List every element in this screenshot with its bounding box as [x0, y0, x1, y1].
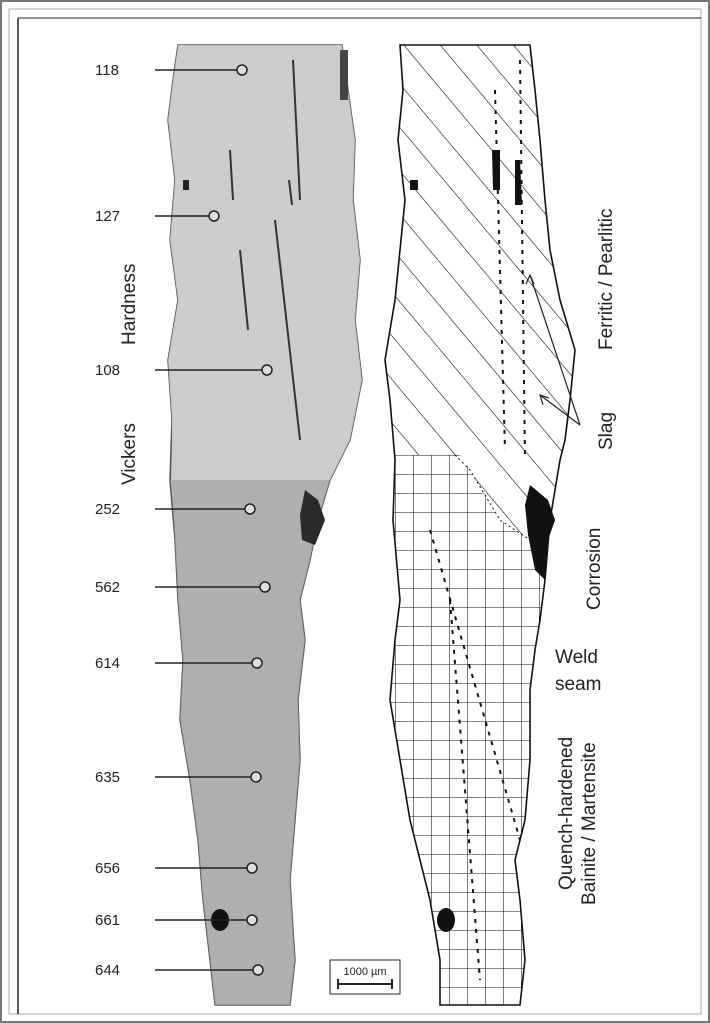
hardness-value: 614 [95, 655, 120, 672]
hardness-value: 661 [95, 912, 120, 929]
label-weld-2: seam [555, 674, 601, 695]
hardness-value: 252 [95, 501, 120, 518]
scale-bar: 1000 µm [330, 960, 400, 994]
hardness-value: 562 [95, 579, 120, 596]
hardness-value: 644 [95, 962, 120, 979]
hardness-value: 635 [95, 769, 120, 786]
hardness-value: 118 [95, 62, 119, 79]
label-quench-2: Bainite / Martensite [579, 742, 600, 905]
label-slag: Slag [596, 412, 617, 450]
hardness-value-labels: 118 127 108 252 562 614 635 656 661 644 [95, 62, 120, 979]
axis-label-vickers: Vickers [119, 423, 140, 485]
hardness-value: 127 [95, 208, 120, 225]
label-corrosion: Corrosion [584, 528, 605, 610]
label-weld-1: Weld [555, 647, 598, 668]
dark-inclusion-right [437, 908, 455, 932]
label-ferritic: Ferritic / Pearlitic [596, 209, 617, 350]
label-quench-1: Quench-hardened [556, 737, 577, 890]
axis-label-hardness: Hardness [119, 264, 140, 345]
hardness-value: 108 [95, 362, 120, 379]
hardness-value: 656 [95, 860, 120, 877]
scale-bar-label: 1000 µm [343, 966, 386, 978]
